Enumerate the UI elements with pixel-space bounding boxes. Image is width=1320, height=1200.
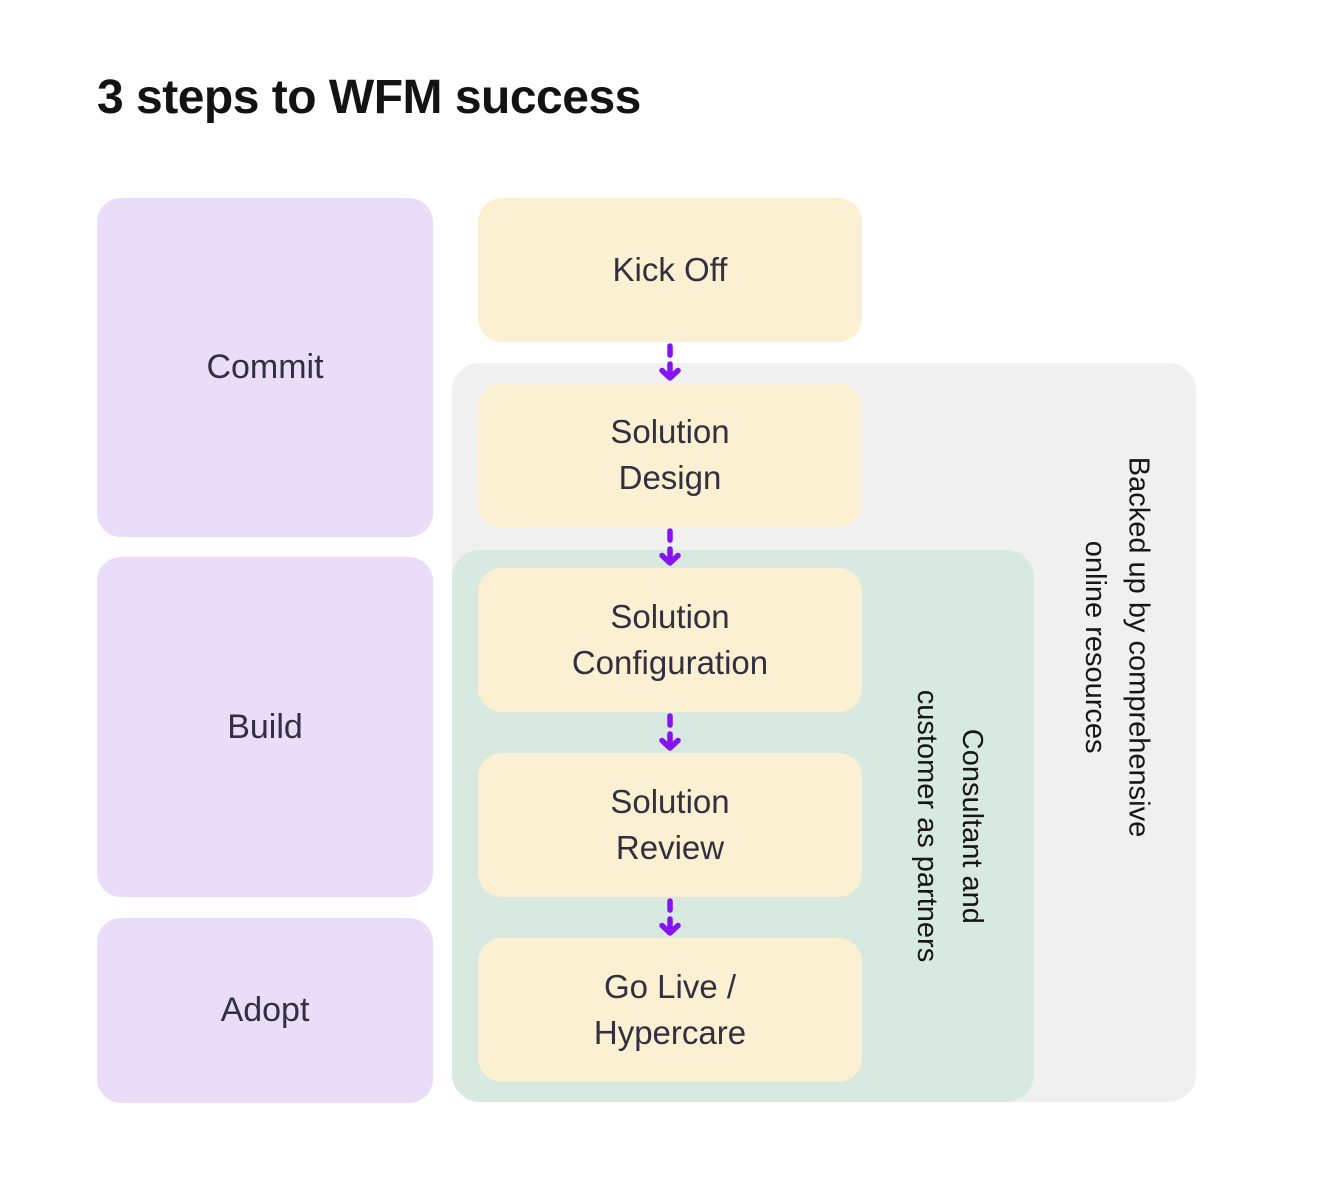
step-label: Go Live / Hypercare — [593, 967, 747, 1051]
step-label: Solution Review — [610, 782, 730, 866]
step-label: Kick Off — [612, 250, 728, 288]
step-box-solution-design: Solution Design — [478, 383, 862, 527]
arrow-down-icon — [659, 343, 681, 381]
phase-box-build: Build — [97, 557, 433, 897]
step-box-kick-off: Kick Off — [478, 198, 862, 342]
phase-box-adopt: Adopt — [97, 918, 433, 1103]
step-label: Solution Design — [610, 412, 730, 496]
step-box-go-live-hypercare: Go Live / Hypercare — [478, 938, 862, 1082]
diagram-title: 3 steps to WFM success — [97, 71, 641, 124]
step-label: Solution Configuration — [571, 597, 769, 681]
phase-box-commit: Commit — [97, 198, 433, 537]
partners-region-label: Consultant and customer as partners — [911, 689, 988, 963]
arrow-down-icon — [659, 528, 681, 566]
phase-label: Commit — [206, 348, 324, 386]
arrow-down-icon — [659, 898, 681, 936]
arrow-down-icon — [659, 713, 681, 751]
resources-region-label: Backed up by comprehensive online resour… — [1079, 456, 1155, 838]
phase-label: Build — [227, 707, 303, 746]
step-box-solution-configuration: Solution Configuration — [478, 568, 862, 712]
step-box-solution-review: Solution Review — [478, 753, 862, 897]
phase-label: Adopt — [220, 991, 310, 1029]
